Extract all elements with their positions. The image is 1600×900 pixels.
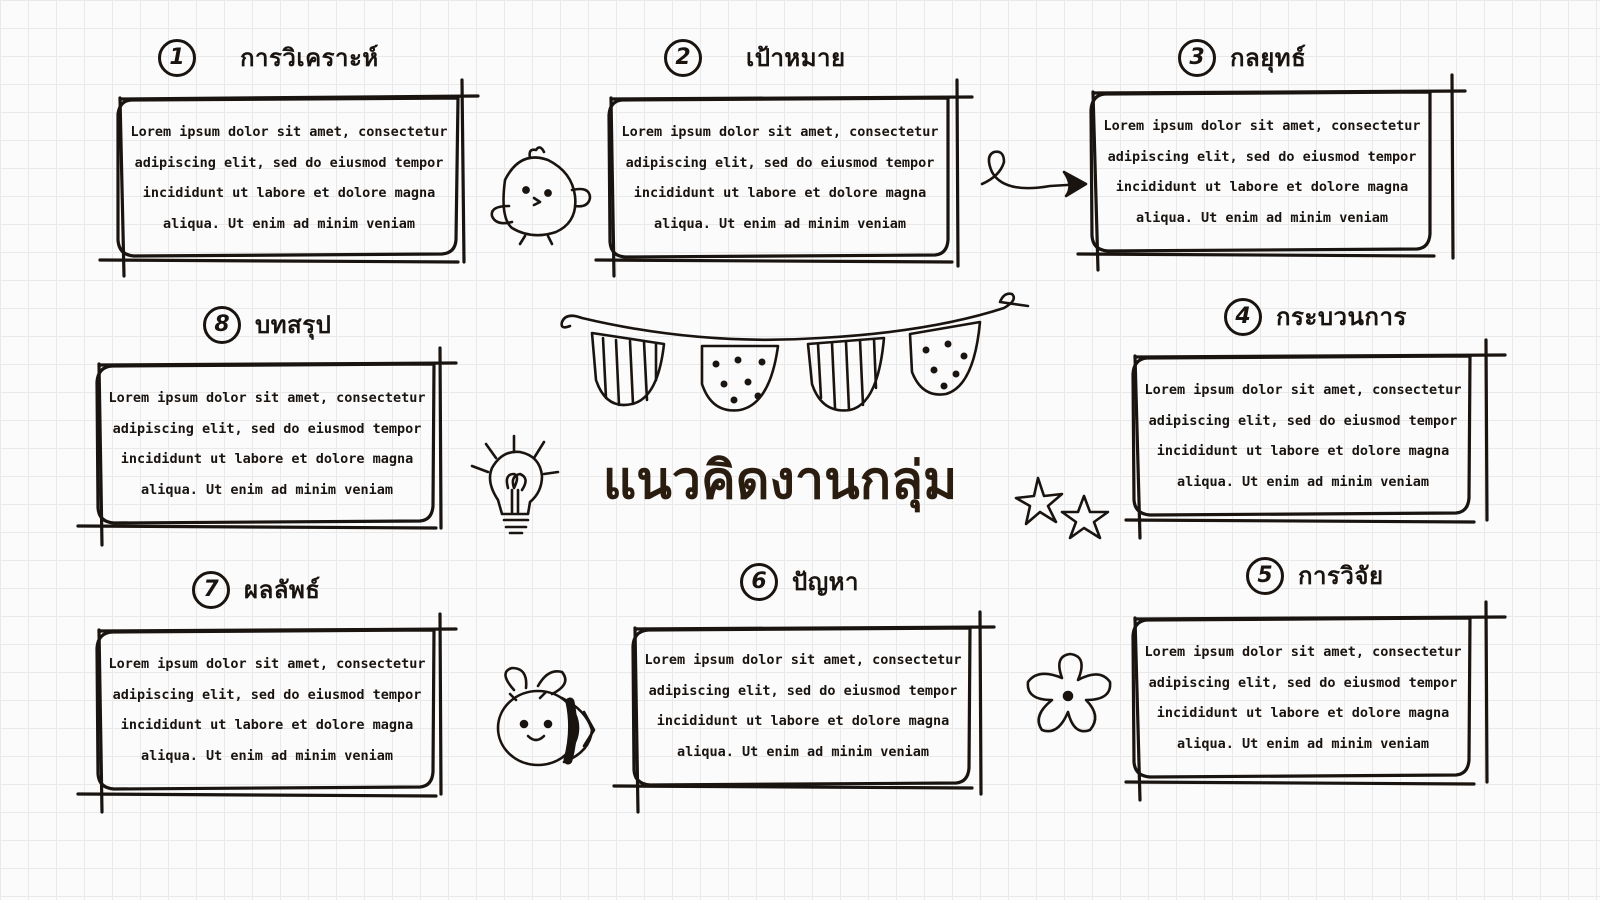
card-frame-1 bbox=[98, 78, 480, 278]
step-6-body: Lorem ipsum dolor sit amet, consectetur … bbox=[644, 652, 962, 760]
stars-doodle bbox=[1014, 476, 1110, 540]
main-title: แนวคิดงานกลุ่ม bbox=[602, 451, 958, 511]
step-8-number: 8 bbox=[203, 305, 241, 344]
step-2-card: Lorem ipsum dolor sit amet, consectetur … bbox=[614, 104, 946, 252]
card-frame-4 bbox=[1124, 338, 1507, 540]
step-3-body: Lorem ipsum dolor sit amet, consectetur … bbox=[1103, 118, 1421, 226]
card-frame-8 bbox=[76, 346, 458, 547]
step-4-body: Lorem ipsum dolor sit amet, consectetur … bbox=[1144, 382, 1462, 490]
bee-doodle bbox=[496, 666, 596, 767]
step-7-card: Lorem ipsum dolor sit amet, consectetur … bbox=[102, 636, 432, 784]
step-2-number: 2 bbox=[664, 38, 702, 77]
step-8-heading: 8 บทสรุป bbox=[203, 305, 331, 344]
step-1-heading: 1 การวิเคราะห์ bbox=[158, 38, 379, 77]
step-2-heading: 2 เป้าหมาย bbox=[664, 38, 846, 77]
step-1-number: 1 bbox=[158, 38, 196, 77]
step-6-heading: 6 ปัญหา bbox=[740, 562, 859, 601]
step-4-title: กระบวนการ bbox=[1276, 303, 1407, 331]
step-5-card: Lorem ipsum dolor sit amet, consectetur … bbox=[1138, 624, 1468, 772]
lightbulb-doodle bbox=[470, 434, 560, 535]
step-3-number: 3 bbox=[1178, 38, 1216, 77]
step-5-number: 5 bbox=[1246, 556, 1284, 595]
step-4-number: 4 bbox=[1224, 297, 1262, 336]
step-5-title: การวิจัย bbox=[1298, 562, 1384, 590]
card-frame-2 bbox=[594, 78, 974, 278]
step-7-title: ผลลัพธ์ bbox=[244, 576, 321, 604]
step-7-body: Lorem ipsum dolor sit amet, consectetur … bbox=[108, 656, 426, 764]
card-frame-5 bbox=[1124, 600, 1507, 802]
arrow-doodle bbox=[980, 150, 1088, 198]
step-6-number: 6 bbox=[740, 562, 778, 601]
chick-doodle bbox=[490, 146, 592, 246]
step-2-title: เป้าหมาย bbox=[746, 44, 846, 72]
bunting-dots bbox=[712, 340, 968, 404]
step-1-title: การวิเคราะห์ bbox=[240, 44, 379, 72]
card-frame-6 bbox=[612, 610, 996, 814]
step-4-card: Lorem ipsum dolor sit amet, consectetur … bbox=[1138, 362, 1468, 510]
step-1-card: Lorem ipsum dolor sit amet, consectetur … bbox=[124, 104, 454, 252]
step-7-heading: 7 ผลลัพธ์ bbox=[192, 570, 320, 609]
card-frame-3 bbox=[1076, 73, 1467, 272]
step-5-heading: 5 การวิจัย bbox=[1246, 556, 1384, 595]
card-frame-7 bbox=[76, 612, 458, 814]
bunting-doodle bbox=[560, 292, 1030, 412]
step-8-body: Lorem ipsum dolor sit amet, consectetur … bbox=[108, 390, 426, 498]
step-8-card: Lorem ipsum dolor sit amet, consectetur … bbox=[102, 370, 432, 518]
flower-doodle bbox=[1026, 652, 1112, 733]
step-3-title: กลยุทธ์ bbox=[1230, 44, 1307, 72]
step-6-title: ปัญหา bbox=[792, 568, 859, 596]
step-7-number: 7 bbox=[192, 570, 230, 609]
step-5-body: Lorem ipsum dolor sit amet, consectetur … bbox=[1144, 644, 1462, 752]
step-4-heading: 4 กระบวนการ bbox=[1224, 297, 1407, 336]
step-6-card: Lorem ipsum dolor sit amet, consectetur … bbox=[638, 632, 968, 780]
step-8-title: บทสรุป bbox=[255, 311, 332, 339]
step-2-body: Lorem ipsum dolor sit amet, consectetur … bbox=[621, 124, 939, 232]
step-1-body: Lorem ipsum dolor sit amet, consectetur … bbox=[130, 124, 448, 232]
step-3-card: Lorem ipsum dolor sit amet, consectetur … bbox=[1096, 98, 1428, 246]
step-3-heading: 3 กลยุทธ์ bbox=[1178, 38, 1306, 77]
